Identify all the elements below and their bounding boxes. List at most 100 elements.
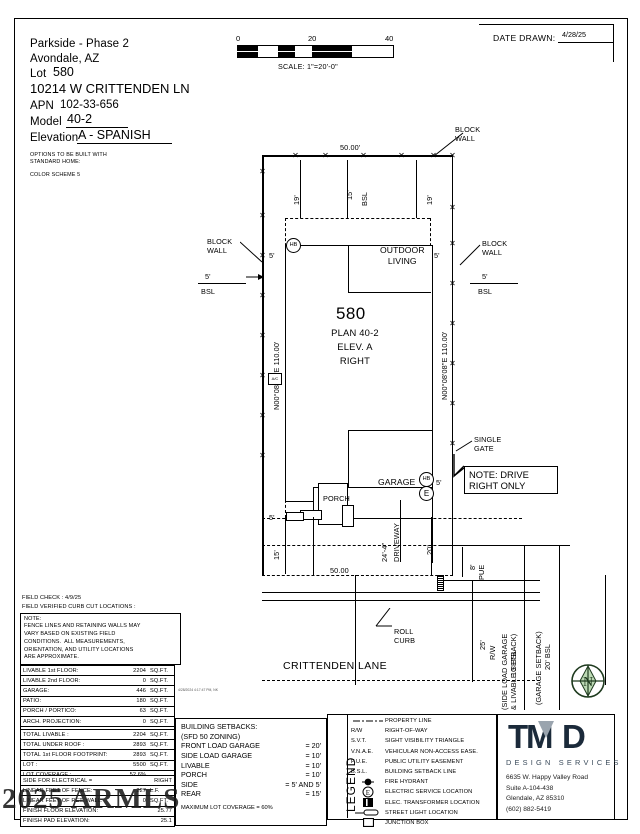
- driveway-right-edge: [431, 517, 432, 575]
- scale-caption: SCALE: 1"=20'-0": [278, 62, 338, 71]
- model-label: Model: [30, 116, 62, 128]
- single-gate-symbol: [453, 440, 473, 478]
- setbacks-table: BUILDING SETBACKS: (SFD 50 ZONING) FRONT…: [175, 718, 327, 826]
- curb-line-2: [262, 600, 540, 602]
- setbacks-title: BUILDING SETBACKS:: [181, 722, 258, 731]
- outdoor-living-area: [348, 246, 431, 293]
- total-unit: SQ.FT.: [150, 762, 169, 769]
- bsl-right-label: BSL: [478, 287, 493, 296]
- legend-item: V.N.A.E.VEHICULAR NON-ACCESS EASE.: [351, 747, 493, 757]
- elevation-value: A - SPANISH: [78, 128, 151, 142]
- plan-elevation: ELEV. A: [337, 341, 373, 352]
- bsl-10-note: (SIDE LOAD GARAGE & LIVABLE SETBACK): [500, 633, 519, 710]
- company-logo: T M D: [508, 718, 604, 755]
- hose-bib-icon: HB: [286, 238, 301, 253]
- roll-curb-label: ROLL CURB: [394, 627, 416, 646]
- elevation-label: Elevation: [30, 132, 79, 144]
- company-block: [497, 714, 615, 820]
- fence-x: ✕: [259, 371, 266, 380]
- electric-circle-icon: E: [351, 786, 385, 798]
- legend-item: STREET LIGHT LOCATION: [351, 808, 493, 818]
- setback-value: = 15': [305, 789, 321, 799]
- fpe-value: 25.1: [160, 818, 172, 825]
- pue-dim: 8': [468, 564, 477, 570]
- setback-row: SIDE = 5' AND 5': [181, 780, 321, 790]
- legend-text: RIGHT-OF-WAY: [385, 728, 428, 735]
- field-note-body: FENCE LINES AND RETAINING WALLS MAY VARY…: [24, 623, 141, 661]
- lot-number-plan: 580: [336, 304, 366, 323]
- bsl-right-underline: [470, 283, 518, 284]
- bsl-left-arrow: [246, 274, 264, 280]
- legend-text: VEHICULAR NON-ACCESS EASE.: [385, 748, 478, 755]
- dim-5-right-front: 5': [436, 478, 442, 487]
- legend-text: BUILDING SETBACK LINE: [385, 769, 457, 776]
- bsl-20-note: (GARAGE SETBACK): [534, 631, 543, 705]
- right-edge-line: [605, 575, 606, 685]
- total-label: TOTAL UNDER ROOF :: [23, 741, 85, 748]
- total-unit: SQ.FT.: [150, 731, 169, 738]
- front-walk: [286, 512, 304, 521]
- lot-label: Lot: [30, 68, 47, 80]
- area-unit: SQ.FT.: [150, 708, 169, 715]
- max-coverage: MAXIMUM LOT COVERAGE = 60%: [181, 805, 273, 812]
- setback-value: = 5' AND 5': [285, 779, 321, 789]
- legend-text: ELECTRIC SERVICE LOCATION: [385, 789, 473, 796]
- legend-item: FIRE HYDRANT: [351, 777, 493, 787]
- block-wall-label-right: BLOCK WALL: [482, 239, 508, 258]
- fence-x: ✕: [449, 239, 456, 248]
- total-label: TOTAL 1st FLOOR FOOTPRINT:: [23, 751, 108, 758]
- site-address: 10214 W CRITTENDEN LN: [30, 81, 190, 96]
- scale-bar: [237, 45, 394, 58]
- plan-orientation: RIGHT: [339, 355, 371, 366]
- setback-value: = 20': [305, 741, 321, 751]
- fence-x: ✕: [449, 359, 456, 368]
- fence-x: ✕: [449, 151, 456, 160]
- field-note-title: NOTE:: [24, 615, 42, 622]
- ffe-label: FINISH FLOOR ELEVATION:: [23, 808, 99, 815]
- date-underline: [558, 42, 613, 43]
- setback-label: LIVABLE: [181, 760, 210, 770]
- setback-label: PORCH: [181, 770, 207, 780]
- fence-x: ✕: [430, 151, 437, 160]
- porch-setback-dim: 15': [272, 550, 281, 560]
- rw-dim: 25': [478, 640, 487, 650]
- setback-label: FRONT LOAD GARAGE: [181, 741, 260, 751]
- setback-row: PORCH= 10': [181, 770, 321, 780]
- rear-bsl-line: [285, 218, 430, 219]
- legend-text: PUBLIC UTILITY EASEMENT: [385, 758, 464, 765]
- total-unit: SQ.FT.: [150, 751, 169, 758]
- retwall-unit: SQ.FT.: [150, 797, 169, 804]
- dim-line-19-right: [416, 160, 417, 218]
- watermark: 2025 ARMLS: [2, 783, 181, 815]
- total-value: 5500: [133, 762, 146, 769]
- street-crossing-line: [355, 575, 356, 685]
- curb-line-1: [262, 592, 540, 594]
- field-verified-line: FIELD VERIFIED CURB CUT LOCATIONS :: [22, 604, 136, 610]
- garage-label: GARAGE: [378, 477, 416, 487]
- legend-item: P.U.E.PUBLIC UTILITY EASEMENT: [351, 757, 493, 767]
- legend-text: SIGHT VISIBILITY TRIANGLE: [385, 738, 465, 745]
- lot-front-line: [262, 575, 453, 576]
- ac-unit-icon: A/C: [268, 373, 282, 385]
- area-label: LIVABLE 1st FLOOR:: [23, 667, 79, 674]
- front-dimension: 50.00: [330, 566, 349, 575]
- lot-left-line: [262, 155, 264, 575]
- bsl-left-label: BSL: [201, 287, 216, 296]
- bsl-20-label: 20' BSL: [543, 643, 552, 670]
- setback-label: SIDE: [181, 779, 198, 789]
- legend-text: STREET LIGHT LOCATION: [385, 809, 458, 816]
- setback-label: SIDE LOAD GARAGE: [181, 750, 253, 760]
- table-row: FINISH FLOOR ELEVATION:25.77: [21, 807, 174, 817]
- dim-5-left: 5': [269, 251, 275, 260]
- total-value: 2893: [133, 741, 146, 748]
- fence-unit: L.F.: [150, 787, 160, 794]
- hose-bib-icon: HB: [419, 472, 434, 487]
